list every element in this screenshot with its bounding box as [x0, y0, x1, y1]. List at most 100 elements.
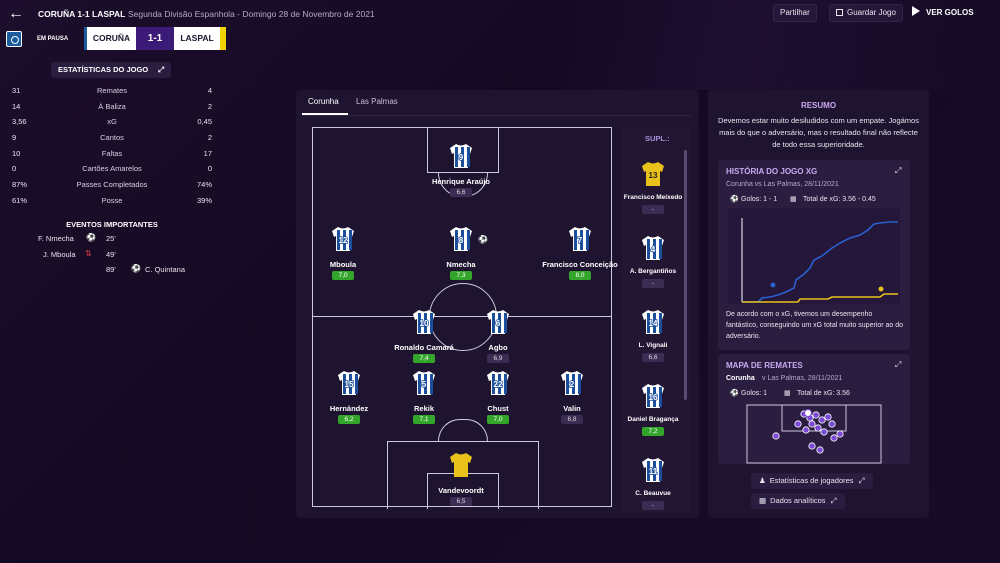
- player-shirt-icon[interactable]: 6: [487, 310, 520, 339]
- home-team-name: CORUÑA: [84, 27, 136, 50]
- player-shirt-icon[interactable]: 8: [450, 227, 483, 256]
- subs-scrollbar[interactable]: [684, 150, 687, 400]
- player-shirt-icon[interactable]: 2: [561, 371, 594, 400]
- save-game-button[interactable]: Guardar Jogo: [829, 4, 903, 22]
- player-shirt-icon[interactable]: 12: [332, 227, 365, 256]
- expand-icon[interactable]: ⤢: [895, 166, 902, 175]
- sub-name[interactable]: L. Vignali: [638, 342, 668, 349]
- analytics-label: Dados analíticos: [770, 496, 826, 505]
- play-icon: [912, 6, 920, 16]
- player-name[interactable]: Mboula: [329, 260, 357, 269]
- sub-rating: -: [642, 501, 664, 510]
- xg-total: Total de xG: 3.56 - 0.45: [803, 196, 876, 203]
- player-shirt-icon[interactable]: [450, 453, 483, 482]
- shot-map-box: [781, 404, 847, 432]
- expand-icon[interactable]: ⤢: [895, 360, 902, 369]
- shirt-icon: 15: [338, 371, 360, 395]
- stat-label: À Baliza: [98, 102, 126, 111]
- goal-ball-icon: ⚽: [478, 235, 488, 244]
- player-name[interactable]: Hernández: [329, 404, 369, 413]
- shot-map-team: Corunha: [726, 375, 755, 382]
- sub-name[interactable]: Daniel Bragança: [627, 416, 679, 423]
- shirt-icon: 7: [569, 227, 591, 251]
- save-label: Guardar Jogo: [847, 8, 896, 17]
- svg-text:22: 22: [494, 380, 503, 389]
- sub-name[interactable]: C. Beauvue: [635, 490, 671, 497]
- sub-shirt-icon[interactable]: 14: [642, 310, 675, 339]
- player-name[interactable]: Chust: [487, 404, 509, 413]
- player-name[interactable]: Nmecha: [446, 260, 476, 269]
- view-goals-label: VER GOLOS: [926, 8, 974, 17]
- bottom-arc: [438, 419, 488, 441]
- xg-story-subtitle: Corunha vs Las Palmas, 28/11/2021: [726, 181, 839, 188]
- shot-map-svg: [746, 404, 882, 464]
- shirt-icon: 13: [642, 162, 664, 186]
- xg-story-title: HISTÓRIA DO JOGO XG: [726, 167, 818, 176]
- player-rating: 7,4: [413, 354, 435, 363]
- shirt-icon: 12: [332, 227, 354, 251]
- back-arrow-icon[interactable]: ←: [8, 5, 24, 22]
- away-xg-line: [742, 293, 898, 303]
- chart-icon: ▦: [784, 390, 791, 397]
- shirt-icon: [450, 453, 472, 477]
- person-icon: ♟: [759, 476, 766, 485]
- ball-icon: ⚽: [730, 390, 739, 397]
- player-stats-button[interactable]: ♟Estatísticas de jogadores⤢: [751, 473, 873, 489]
- goal-ball-icon: ⚽: [86, 233, 96, 242]
- bottom-penalty-box: [387, 441, 539, 509]
- player-shirt-icon[interactable]: 7: [569, 227, 602, 256]
- player-name[interactable]: Henrique Araújo: [431, 177, 491, 186]
- player-shirt-icon[interactable]: 15: [338, 371, 371, 400]
- view-goals-button[interactable]: VER GOLOS: [912, 4, 974, 22]
- event-minute: 89': [106, 265, 116, 274]
- player-name[interactable]: Valin: [563, 404, 581, 413]
- match-status: EM PAUSA: [37, 36, 69, 42]
- player-shirt-icon[interactable]: 10: [413, 310, 446, 339]
- sub-shirt-icon[interactable]: 11: [642, 458, 675, 487]
- stat-away-value: 39%: [196, 196, 212, 205]
- match-stats-header[interactable]: ESTATÍSTICAS DO JOGO⤢: [51, 62, 171, 78]
- stat-away-value: 17: [203, 149, 212, 158]
- player-shirt-icon[interactable]: 22: [487, 371, 520, 400]
- shirt-icon: 2: [561, 371, 583, 395]
- svg-text:13: 13: [649, 171, 658, 180]
- sub-rating: -: [642, 205, 664, 214]
- share-button[interactable]: Partilhar: [773, 4, 817, 22]
- analytics-button[interactable]: ▦Dados analíticos⤢: [751, 493, 845, 509]
- match-subtitle: Segunda Divisão Espanhola - Domingo 28 d…: [128, 9, 375, 19]
- xg-chart-svg: [741, 218, 898, 303]
- sub-shirt-icon[interactable]: 13: [642, 162, 675, 191]
- player-name[interactable]: Ronaldo Camará: [394, 343, 454, 352]
- tab-corunha[interactable]: Corunha: [308, 97, 339, 106]
- xg-story-text: De acordo com o xG, tivemos um desempenh…: [726, 311, 904, 340]
- expand-icon: ⤢: [830, 496, 837, 505]
- sub-name[interactable]: Francisco Meixedo: [623, 194, 683, 201]
- score: 1-1: [136, 27, 174, 50]
- player-name[interactable]: Francisco Conceição: [542, 260, 618, 269]
- sub-name[interactable]: A. Bergantiños: [629, 268, 677, 275]
- shirt-icon: 11: [642, 458, 664, 482]
- player-rating: 8,0: [569, 271, 591, 280]
- stat-home-value: 10: [12, 149, 21, 158]
- shirt-icon: 14: [642, 310, 664, 334]
- sub-shirt-icon[interactable]: 4: [642, 236, 675, 265]
- player-shirt-icon[interactable]: 5: [413, 371, 446, 400]
- sub-shirt-icon[interactable]: 16: [642, 384, 675, 413]
- player-shirt-icon[interactable]: 9: [450, 144, 483, 173]
- player-name[interactable]: Rekik: [413, 404, 434, 413]
- top-box-edge: [387, 127, 539, 128]
- stat-label: Posse: [101, 196, 123, 205]
- player-name[interactable]: Agbo: [488, 343, 508, 352]
- tab-las-palmas[interactable]: Las Palmas: [356, 97, 398, 106]
- xg-chart: [728, 208, 900, 304]
- shot-map-title: MAPA DE REMATES: [726, 361, 803, 370]
- svg-text:8: 8: [459, 236, 464, 245]
- share-label: Partilhar: [780, 8, 810, 17]
- shirt-icon: 10: [413, 310, 435, 334]
- away-team-name: LASPAL: [174, 27, 226, 50]
- stat-label: Passes Completados: [76, 180, 148, 189]
- player-name[interactable]: Vandevoordt: [438, 486, 484, 495]
